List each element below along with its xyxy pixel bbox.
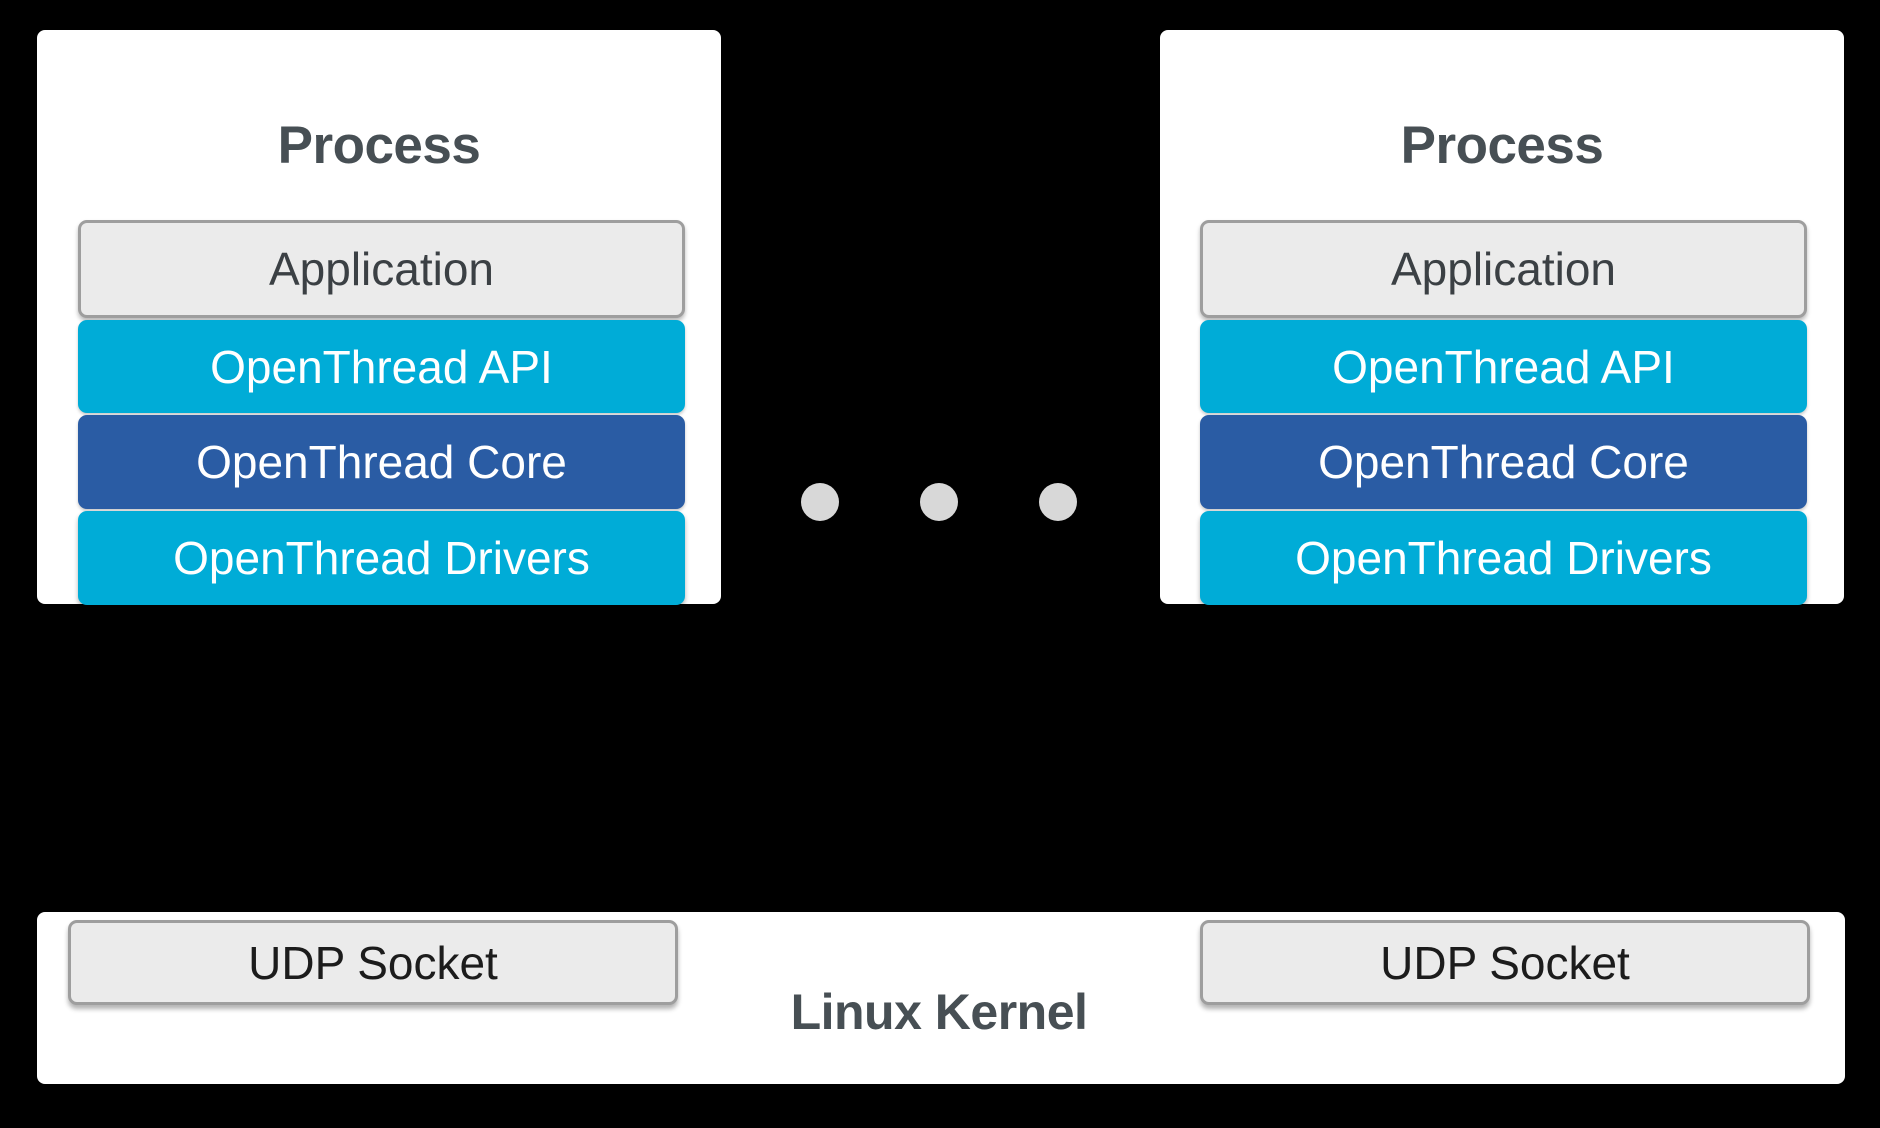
layer-label: OpenThread API (210, 340, 553, 393)
ellipsis-dot-1 (801, 483, 839, 521)
ellipsis-dot-3 (1039, 483, 1077, 521)
layer-openthread-api-left[interactable]: OpenThread API (78, 320, 685, 413)
arrow-head-icon (1481, 638, 1525, 687)
layer-label: OpenThread Core (196, 436, 567, 488)
layer-openthread-drivers-left[interactable]: OpenThread Drivers (78, 511, 685, 605)
udp-socket-right[interactable]: UDP Socket (1200, 920, 1810, 1005)
udp-socket-label: UDP Socket (248, 936, 498, 989)
process-title-right: Process (1400, 116, 1604, 175)
arrow-head-icon (362, 638, 406, 687)
layer-label: Application (268, 243, 495, 295)
layer-openthread-api-right[interactable]: OpenThread API (1200, 320, 1807, 413)
layer-label: OpenThread Drivers (173, 532, 590, 584)
layer-label: OpenThread API (1332, 340, 1675, 393)
layer-application-left[interactable]: Application (78, 220, 685, 318)
layer-label: OpenThread Drivers (1295, 532, 1712, 584)
layer-label: Application (1390, 243, 1617, 295)
layer-openthread-drivers-right[interactable]: OpenThread Drivers (1200, 511, 1807, 605)
layer-label: OpenThread Core (1318, 436, 1689, 488)
connector-arrow-left (362, 638, 406, 735)
layer-openthread-core-left[interactable]: OpenThread Core (78, 415, 685, 509)
arrow-shaft (379, 685, 389, 735)
connector-arrow-right (1481, 638, 1525, 735)
udp-socket-left[interactable]: UDP Socket (68, 920, 678, 1005)
openthread-stack-left: Application OpenThread API OpenThread Co… (78, 220, 685, 640)
arrow-shaft (1498, 685, 1508, 735)
ellipsis-dot-2 (920, 483, 958, 521)
process-title-left: Process (277, 116, 481, 175)
layer-application-right[interactable]: Application (1200, 220, 1807, 318)
openthread-stack-right: Application OpenThread API OpenThread Co… (1200, 220, 1807, 640)
layer-openthread-core-right[interactable]: OpenThread Core (1200, 415, 1807, 509)
linux-kernel-title: Linux Kernel (790, 984, 1088, 1040)
udp-socket-label: UDP Socket (1380, 936, 1630, 989)
